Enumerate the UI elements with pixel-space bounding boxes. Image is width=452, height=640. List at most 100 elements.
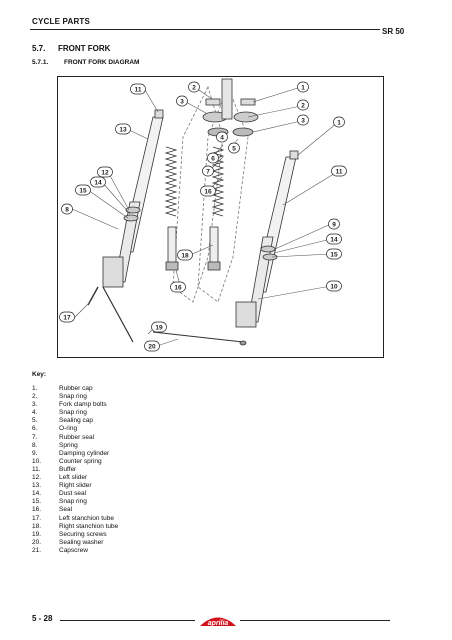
svg-text:11: 11	[336, 168, 343, 175]
key-item-number: 10.	[32, 457, 42, 465]
callout-14: 14	[326, 233, 342, 245]
subsection-title: FRONT FORK DIAGRAM	[64, 59, 140, 66]
key-item: 5.Sealing cap	[32, 417, 118, 425]
key-item-number: 9.	[32, 449, 38, 457]
key-item-label: Sealing washer	[59, 538, 104, 546]
key-item-label: Snap ring	[59, 393, 87, 401]
svg-text:15: 15	[330, 251, 338, 258]
callout-5: 5	[228, 142, 240, 154]
key-item: 10. Counter spring	[32, 458, 118, 466]
svg-text:4: 4	[220, 134, 224, 141]
callout-20: 20	[144, 340, 160, 352]
page-number: 5 - 28	[32, 614, 53, 623]
footer-rule-right	[240, 620, 390, 621]
callout-13: 13	[115, 123, 131, 135]
header-model: SR 50	[382, 27, 405, 36]
callout-16: 16	[170, 281, 186, 293]
key-item-number: 19.	[32, 530, 42, 538]
svg-text:14: 14	[94, 179, 102, 186]
key-item-label: Securing screws	[59, 530, 107, 538]
svg-text:20: 20	[148, 343, 156, 350]
svg-text:2: 2	[301, 102, 305, 109]
key-item-label: Dust seal	[59, 490, 87, 498]
callout-3: 3	[176, 95, 188, 107]
key-item: 4.Snap ring	[32, 409, 118, 417]
key-item-number: 20.	[32, 538, 42, 546]
section-title: FRONT FORK	[58, 44, 111, 53]
callout-11: 11	[331, 165, 347, 177]
section-number: 5.7.	[32, 44, 46, 53]
callout-9: 9	[328, 218, 340, 230]
svg-text:14: 14	[330, 236, 338, 243]
key-item-label: Right stanchion tube	[59, 522, 119, 530]
key-item: 16.Seal	[32, 506, 118, 514]
callout-16: 16	[200, 185, 216, 197]
key-item-number: 4.	[32, 409, 38, 417]
key-title: Key:	[32, 371, 47, 378]
key-item-label: Fork clamp bolts	[59, 401, 107, 409]
callout-7: 7	[202, 165, 214, 177]
key-item: 2.Snap ring	[32, 393, 118, 401]
callout-11: 11	[130, 83, 146, 95]
callout-17: 17	[59, 311, 75, 323]
key-item-number: 12.	[32, 474, 42, 482]
key-item: 3. Fork clamp bolts	[32, 401, 118, 409]
callout-8: 8	[61, 203, 73, 215]
key-item: 7.Rubber seal	[32, 434, 118, 442]
key-item: 18. Right stanchion tube	[32, 523, 118, 531]
svg-text:12: 12	[101, 169, 109, 176]
key-item-number: 7.	[32, 433, 38, 441]
key-item-number: 13.	[32, 482, 42, 490]
key-item-number: 6.	[32, 425, 38, 433]
callout-4: 4	[216, 131, 228, 143]
key-item: 11.Buffer	[32, 466, 118, 474]
callout-19: 19	[151, 321, 167, 333]
callout-14: 14	[90, 176, 106, 188]
key-item-number: 3.	[32, 401, 38, 409]
key-item: 14. Dust seal	[32, 490, 118, 498]
svg-text:17: 17	[63, 314, 71, 321]
header-rule	[30, 29, 380, 30]
key-item-number: 21.	[32, 546, 42, 554]
svg-text:3: 3	[301, 117, 305, 124]
key-item: 8. Spring	[32, 442, 118, 450]
callout-2: 2	[188, 81, 200, 93]
footer-rule-left	[60, 620, 195, 621]
callout-3: 3	[297, 114, 309, 126]
section-heading: 5.7. FRONT FORK	[32, 44, 110, 53]
key-item-label: Spring	[59, 441, 78, 449]
key-item: 21.Capscrew	[32, 547, 118, 555]
key-item-number: 18.	[32, 522, 42, 530]
key-item-label: Left slider	[59, 474, 88, 482]
key-item-number: 5.	[32, 417, 38, 425]
key-item: 12. Left slider	[32, 474, 118, 482]
svg-text:13: 13	[119, 126, 127, 133]
key-item-number: 15.	[32, 498, 42, 506]
key-item-label: Left stanchion tube	[59, 514, 114, 522]
key-item-label: Rubber cap	[59, 385, 93, 392]
svg-text:2: 2	[192, 84, 196, 91]
key-item: 6.O-ring	[32, 425, 118, 433]
svg-text:1: 1	[301, 84, 305, 91]
key-item-label: Damping cylinder	[59, 449, 110, 457]
callout-15: 15	[75, 184, 91, 196]
subsection-number: 5.7.1.	[32, 59, 49, 66]
svg-text:1: 1	[337, 119, 341, 126]
svg-text:6: 6	[211, 155, 215, 162]
key-item: 13.Right slider	[32, 482, 118, 490]
key-item-label: Counter spring	[59, 457, 102, 465]
key-item-number: 1.	[32, 385, 38, 392]
key-item-number: 14.	[32, 490, 42, 498]
key-item-label: Snap ring	[59, 498, 87, 506]
key-item: 17. Left stanchion tube	[32, 515, 118, 523]
callout-2: 2	[297, 99, 309, 111]
svg-text:19: 19	[155, 324, 163, 331]
key-item-number: 8.	[32, 441, 38, 449]
key-item-number: 17.	[32, 514, 42, 522]
key-item: 20. Sealing washer	[32, 539, 118, 547]
subsection-heading: 5.7.1. FRONT FORK DIAGRAM	[32, 59, 139, 66]
